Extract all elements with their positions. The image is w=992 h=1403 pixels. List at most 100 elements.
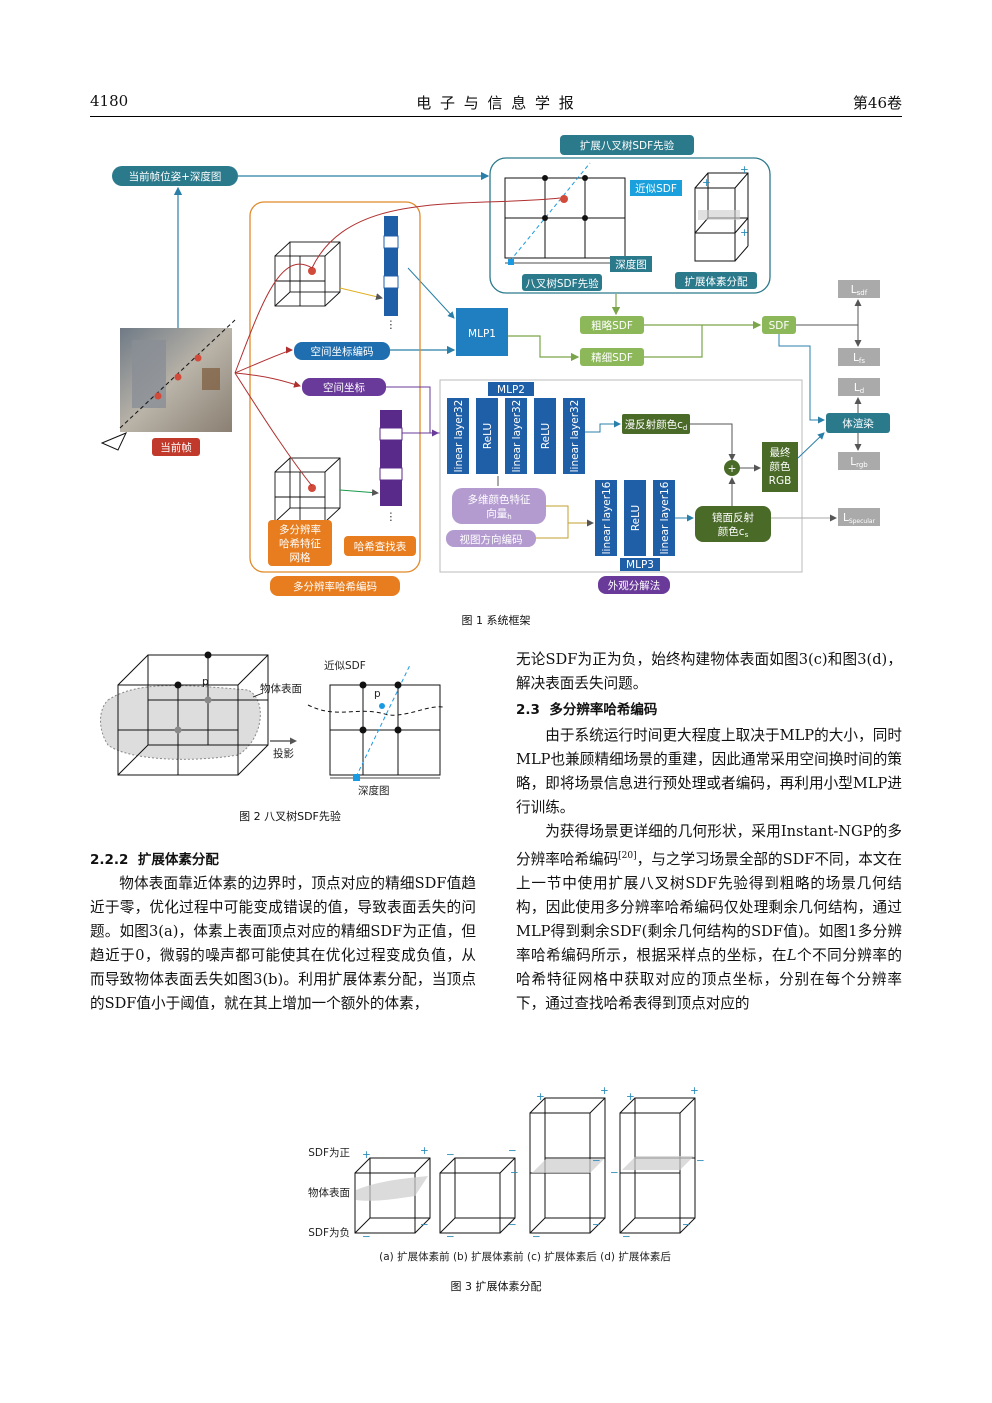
svg-text:哈希特征: 哈希特征 <box>279 537 321 550</box>
figure-2-octree-prior: p 物体表面 投影 p 近似SDF 深度图 <box>100 651 444 797</box>
view-dir-node <box>446 530 536 547</box>
svg-text:⋮: ⋮ <box>386 511 397 523</box>
svg-text:linear layer16: linear layer16 <box>601 481 613 554</box>
fig2-projection-label: 投影 <box>273 747 294 760</box>
svg-text:最终: 最终 <box>770 446 791 459</box>
svg-text:−: − <box>362 1231 371 1243</box>
mlp1-label: MLP1 <box>468 328 496 340</box>
hash-table-node <box>344 536 416 556</box>
sdf-label: SDF <box>769 320 790 332</box>
mlp2-label: MLP2 <box>497 384 525 396</box>
svg-text:+: + <box>702 177 711 189</box>
fig3-neg-label: SDF为负 <box>308 1226 350 1239</box>
svg-text:−: − <box>508 1219 517 1231</box>
hash-table-label: 哈希查找表 <box>354 540 407 553</box>
fig2-approx-label: 近似SDF <box>324 659 366 672</box>
svg-text:−: − <box>592 1155 601 1167</box>
coarse-sdf-label: 粗略SDF <box>591 319 633 332</box>
svg-text:−: − <box>446 1231 455 1243</box>
section-2-2-2-heading: 2.2.2 扩展体素分配 <box>90 852 219 868</box>
volume-render-label: 体渲染 <box>842 417 874 430</box>
section-2-3-heading: 2.3 多分辨率哈希编码 <box>516 702 658 718</box>
svg-text:+: + <box>420 1145 429 1157</box>
coord-encoding-node <box>294 342 390 360</box>
svg-text:+: + <box>536 1091 545 1103</box>
svg-text:−: − <box>622 1231 631 1243</box>
sdf-node <box>762 316 796 334</box>
fine-sdf-label: 精细SDF <box>591 351 633 364</box>
prior-container <box>489 157 771 294</box>
hash-encoding-title: 多分辨率哈希编码 <box>293 580 377 593</box>
color-feature-node <box>452 488 546 524</box>
fig2-surface-label: 物体表面 <box>260 682 302 695</box>
pose-depth-node <box>112 166 238 186</box>
svg-text:Lfs: Lfs <box>853 352 865 365</box>
mlp3-label: MLP3 <box>626 559 654 571</box>
svg-text:颜色: 颜色 <box>770 460 791 473</box>
approx-sdf-label: 近似SDF <box>635 182 677 195</box>
svg-text:−: − <box>682 1219 691 1231</box>
coord-label: 空间坐标 <box>323 381 365 394</box>
figure-2-caption: 图 2 八叉树SDF先验 <box>239 810 341 823</box>
coord-encoding-label: 空间坐标编码 <box>311 345 374 358</box>
svg-text:−: − <box>420 1219 429 1231</box>
svg-text:漫反射颜色cd: 漫反射颜色cd <box>625 418 688 432</box>
coord-node <box>302 378 386 396</box>
svg-text:−: − <box>446 1149 455 1161</box>
svg-text:+: + <box>740 164 749 176</box>
fig2-depth-label: 深度图 <box>358 784 390 797</box>
current-frame-label: 当前帧 <box>160 441 192 454</box>
figure-3-expand-voxel: SDF为正 物体表面 SDF为负 ++ −− −− −− ++ −− −− ++ <box>308 1085 705 1263</box>
svg-text:+: + <box>740 227 749 239</box>
volume-render-node <box>826 413 890 433</box>
citation-20[interactable]: [20] <box>618 851 637 861</box>
svg-text:⋮: ⋮ <box>386 319 397 331</box>
svg-text:+: + <box>600 1085 609 1097</box>
svg-text:ReLU: ReLU <box>540 423 552 449</box>
pose-depth-label: 当前帧位姿+深度图 <box>129 170 222 183</box>
svg-text:−: − <box>696 1155 705 1167</box>
view-dir-label: 视图方向编码 <box>460 533 523 546</box>
mlp2-layers: linear layer32 ReLU linear layer32 ReLU … <box>447 398 585 474</box>
appearance-container <box>439 379 803 573</box>
page-number: 4180 <box>90 92 129 110</box>
svg-text:Lrgb: Lrgb <box>850 456 868 469</box>
svg-text:−: − <box>532 1231 541 1243</box>
svg-text:p: p <box>374 688 381 700</box>
object-surface-shape <box>100 685 261 760</box>
svg-text:向量h: 向量h <box>486 507 511 521</box>
fig3-surface-label: 物体表面 <box>308 1186 350 1199</box>
svg-text:ReLU: ReLU <box>482 423 494 449</box>
volume: 第46卷 <box>852 94 902 112</box>
diffuse-color-node <box>622 414 690 434</box>
svg-text:颜色cs: 颜色cs <box>718 525 749 539</box>
header-rule <box>90 116 902 117</box>
svg-text:linear layer16: linear layer16 <box>659 481 671 554</box>
svg-text:Lsdf: Lsdf <box>851 284 868 297</box>
svg-text:linear layer32: linear layer32 <box>453 400 465 473</box>
svg-text:−: − <box>592 1219 601 1231</box>
paragraph-mlp-size: 由于系统运行时间更大程度上取决于MLP的大小，同时MLP也兼顾精细场景的重建，因… <box>516 727 902 816</box>
svg-text:网格: 网格 <box>290 551 311 564</box>
figure-1-system-framework: 当前帧位姿+深度图 扩展八叉树SDF先验 近似SDF 深度图 八叉树SDF先验 … <box>100 135 890 596</box>
mlp3-layers: linear layer16 ReLU linear layer16 <box>595 480 675 556</box>
fig3-subcaptions: (a) 扩展体素前 (b) 扩展体素前 (c) 扩展体素后 (d) 扩展体素后 <box>379 1250 671 1263</box>
sum-node <box>724 460 740 476</box>
svg-text:多维颜色特征: 多维颜色特征 <box>468 493 531 506</box>
svg-text:+: + <box>626 1091 635 1103</box>
hash-feature-column-purple <box>379 410 403 506</box>
multires-grid-node <box>268 520 332 566</box>
svg-text:+: + <box>690 1085 699 1097</box>
cube-d <box>619 1097 696 1234</box>
hash-feature-column-blue <box>383 216 399 316</box>
svg-text:LSpecular: LSpecular <box>843 512 876 525</box>
camera-icon <box>100 432 128 451</box>
svg-text:ReLU: ReLU <box>630 505 642 531</box>
journal-title: 电 子 与 信 息 学 报 <box>416 94 576 112</box>
fig3-pos-label: SDF为正 <box>308 1147 350 1159</box>
depth-map-label: 深度图 <box>615 258 647 271</box>
left-column: 2.2.2 扩展体素分配 物体表面靠近体素的边界时，顶点对应的精细SDF值趋近于… <box>90 848 476 1016</box>
paragraph-continued: 无论SDF为正为负，始终构建物体表面如图3(c)和图3(d)，解决表面丢失问题。 <box>516 651 902 692</box>
svg-text:linear layer32: linear layer32 <box>569 400 581 473</box>
cube-b <box>439 1157 516 1234</box>
